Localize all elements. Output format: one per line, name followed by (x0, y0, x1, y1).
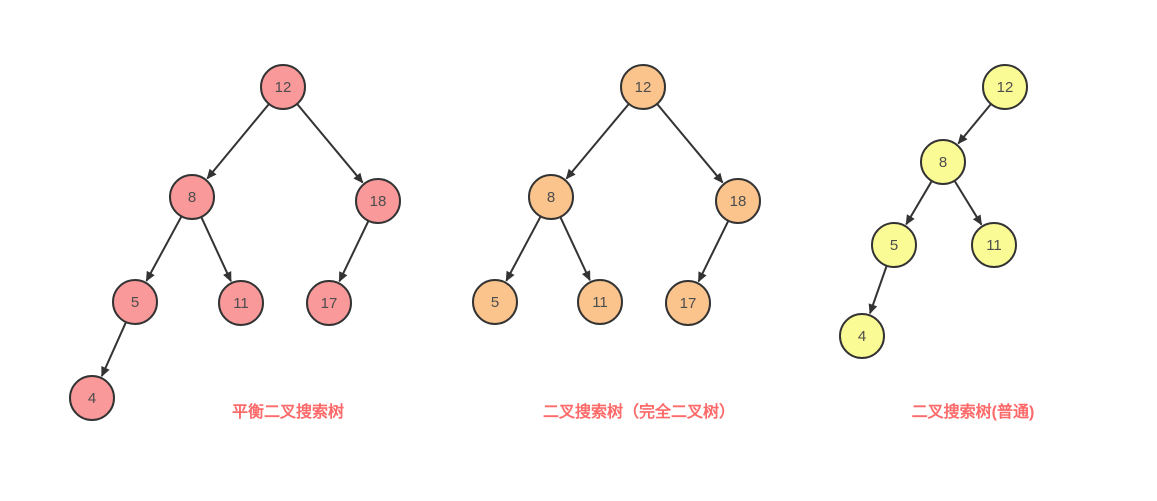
tree-node-value: 11 (233, 295, 249, 312)
tree-complete-bst: 12 8 18 5 11 17 二叉搜索树（完全二叉树） (472, 64, 761, 421)
tree-node-value: 11 (592, 294, 608, 311)
tree-node-value: 8 (547, 189, 555, 206)
tree-edge-12-8 (957, 103, 992, 145)
tree-edge-12-18 (296, 103, 364, 184)
tree-node-plain-bst-5 (871, 222, 917, 268)
tree-node-complete-bst-17 (665, 280, 711, 326)
tree-node-plain-bst-11 (971, 222, 1017, 268)
tree-edge-12-18 (656, 103, 724, 184)
tree-node-value: 12 (997, 79, 1014, 96)
tree-node-value: 5 (890, 237, 898, 254)
tree-node-value: 11 (986, 237, 1002, 254)
tree-node-complete-bst-11 (577, 279, 623, 325)
tree-edge-8-11 (953, 180, 983, 226)
tree-edge-5-4 (868, 265, 888, 315)
tree-node-complete-bst-8 (528, 174, 574, 220)
tree-balanced-bst: 12 8 18 5 11 17 4 平衡二叉搜索树 (69, 64, 401, 421)
tree-node-plain-bst-8 (920, 139, 966, 185)
tree-label-balanced-bst: 平衡二叉搜索树 (232, 402, 344, 421)
tree-edge-8-11 (559, 216, 591, 282)
tree-node-balanced-bst-4 (69, 375, 115, 421)
tree-edge-12-8 (565, 103, 630, 180)
tree-edge-18-17 (338, 220, 370, 283)
tree-node-balanced-bst-12 (260, 64, 306, 110)
tree-node-balanced-bst-18 (355, 178, 401, 224)
tree-node-complete-bst-5 (472, 279, 518, 325)
tree-node-value: 4 (88, 390, 96, 407)
tree-node-balanced-bst-8 (169, 174, 215, 220)
tree-node-value: 18 (730, 193, 747, 210)
tree-node-plain-bst-4 (839, 313, 885, 359)
tree-label-complete-bst: 二叉搜索树（完全二叉树） (543, 402, 735, 421)
tree-edge-5-4 (100, 321, 127, 378)
tree-edge-8-11 (200, 216, 232, 283)
tree-edge-18-17 (697, 220, 730, 283)
tree-node-value: 17 (321, 295, 338, 312)
tree-node-value: 4 (858, 328, 866, 345)
tree-node-value: 5 (131, 294, 139, 311)
tree-node-value: 17 (680, 295, 697, 312)
tree-node-balanced-bst-17 (306, 280, 352, 326)
tree-node-balanced-bst-11 (218, 280, 264, 326)
tree-node-value: 12 (635, 79, 652, 96)
tree-node-complete-bst-18 (715, 178, 761, 224)
tree-label-plain-bst: 二叉搜索树(普通) (912, 402, 1035, 421)
tree-edge-8-5 (905, 180, 933, 226)
tree-node-value: 8 (188, 189, 196, 206)
tree-edge-8-5 (505, 215, 542, 282)
tree-node-value: 18 (370, 193, 387, 210)
tree-edge-12-8 (206, 103, 270, 180)
tree-edge-8-5 (145, 215, 183, 282)
tree-node-value: 12 (275, 79, 292, 96)
tree-node-complete-bst-12 (620, 64, 666, 110)
tree-plain-bst: 12 8 5 11 4 二叉搜索树(普通) (839, 64, 1035, 421)
tree-node-value: 8 (939, 154, 947, 171)
tree-node-balanced-bst-5 (112, 279, 158, 325)
tree-node-plain-bst-12 (982, 64, 1028, 110)
tree-node-value: 5 (491, 294, 499, 311)
